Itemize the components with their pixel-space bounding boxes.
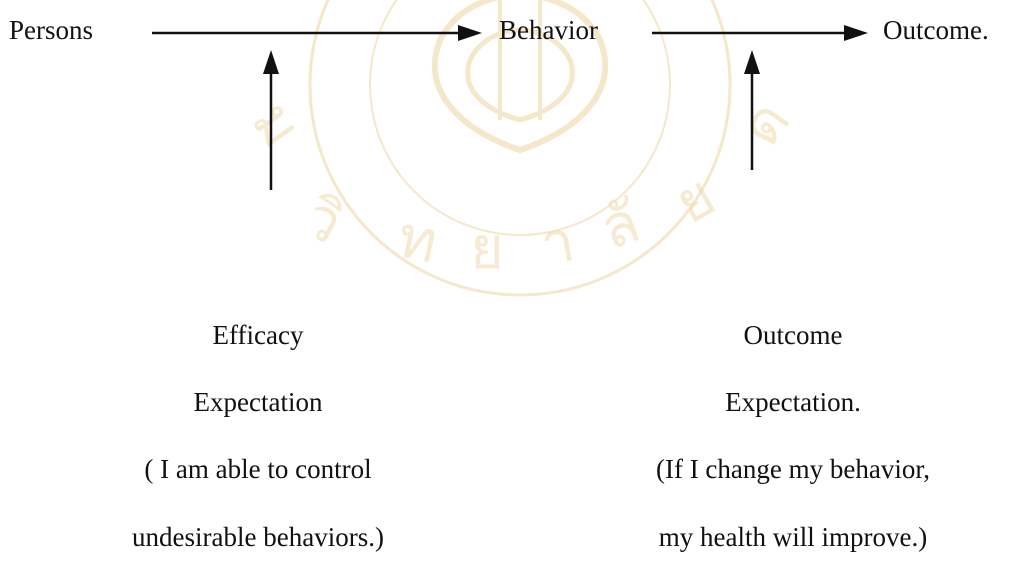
outcome-expectation-line-3: (If I change my behavior, [655, 454, 931, 484]
node-persons: Persons [9, 15, 94, 45]
arrow-outcome-expectation-up [744, 50, 760, 170]
outcome-expectation-line-2: Expectation. [725, 387, 861, 417]
outcome-expectation-line-4: my health will improve.) [658, 522, 928, 552]
node-outcome: Outcome. [883, 15, 989, 45]
node-behavior: Behavior [499, 15, 598, 45]
efficacy-line-4: undesirable behaviors.) [132, 522, 384, 552]
efficacy-line-1: Efficacy [212, 320, 304, 350]
arrow-efficacy-expectation-up [263, 50, 279, 190]
efficacy-line-3: ( I am able to control [144, 454, 372, 484]
outcome-expectation-line-1: Outcome [743, 320, 843, 350]
arrow-persons-to-behavior [152, 25, 482, 41]
arrow-behavior-to-outcome [652, 25, 868, 41]
efficacy-line-2: Expectation [193, 387, 323, 417]
